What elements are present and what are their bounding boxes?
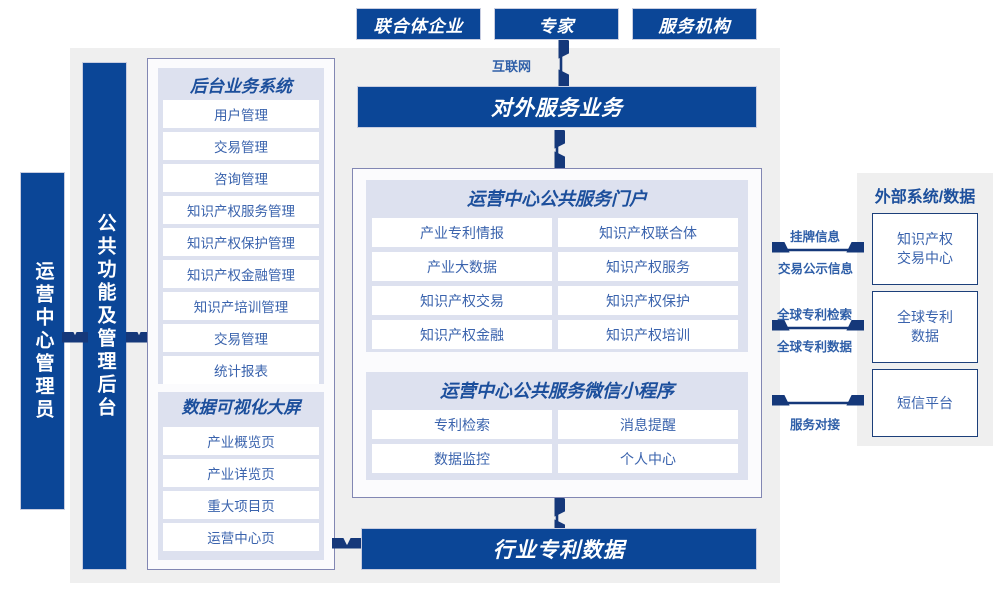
visualization-item[interactable]: 产业详览页: [163, 459, 319, 487]
external-arrow-label-below: 交易公示信息: [778, 262, 854, 276]
portal-item-label: 知识产权交易: [420, 292, 504, 309]
portal-item[interactable]: 知识产权保护: [558, 286, 738, 315]
visualization-item-label: 产业概览页: [207, 435, 275, 450]
actor-box-expert: 专家: [494, 8, 619, 40]
industry-patent-data-label: 行业专利数据: [493, 539, 625, 562]
backend-item[interactable]: 知识产培训管理: [163, 292, 319, 320]
portal-item-label: 知识产权保护: [606, 292, 690, 309]
portal-to-patentdata-arrow: [554, 498, 565, 538]
backend-item[interactable]: 统计报表: [163, 356, 319, 384]
miniprogram-items: 专利检索 消息提醒 数据监控 个人中心: [372, 410, 742, 473]
backend-role-to-systems-arrow: [126, 332, 152, 343]
external-arrow-label-below: 全球专利数据: [777, 340, 853, 354]
external-box-label: 短信平台: [897, 394, 953, 411]
visualization-to-patentdata-arrow: [332, 538, 362, 549]
external-arrow-label-below: 服务对接: [790, 418, 841, 432]
role-bar-operation-admin: 运营中心管理员: [20, 172, 65, 510]
miniprogram-item-label: 数据监控: [434, 450, 490, 467]
external-service-label: 对外服务业务: [491, 97, 623, 120]
backend-item[interactable]: 交易管理: [163, 132, 319, 160]
external-arrow-ip-exchange: [772, 242, 864, 253]
backend-item-label: 知识产权保护管理: [187, 236, 295, 251]
data-visualization-items: 产业概览页 产业详览页 重大项目页 运营中心页: [163, 427, 319, 551]
portal-item[interactable]: 知识产权培训: [558, 320, 738, 349]
public-portal-items: 产业专利情报 知识产权联合体 产业大数据 知识产权服务 知识产权交易 知识产权保…: [372, 218, 742, 349]
portal-item-label: 知识产权联合体: [599, 224, 697, 241]
visualization-item[interactable]: 重大项目页: [163, 491, 319, 519]
miniprogram-item-label: 专利检索: [434, 416, 490, 433]
miniprogram-title: 运营中心公共服务微信小程序: [440, 381, 674, 401]
actor-label: 联合体企业: [373, 16, 464, 36]
backend-item[interactable]: 交易管理: [163, 324, 319, 352]
portal-item[interactable]: 产业专利情报: [372, 218, 552, 247]
miniprogram-item[interactable]: 专利检索: [372, 410, 552, 439]
backend-item-label: 咨询管理: [214, 172, 268, 187]
internet-label: 互联网: [492, 59, 532, 74]
portal-item[interactable]: 知识产权交易: [372, 286, 552, 315]
role-label: 公共功能及管理后台: [94, 212, 116, 420]
miniprogram-item[interactable]: 数据监控: [372, 444, 552, 473]
portal-item-label: 知识产权服务: [606, 258, 690, 275]
backend-item[interactable]: 咨询管理: [163, 164, 319, 192]
internet-arrow: [558, 40, 569, 88]
backend-item-label: 知识产权服务管理: [187, 204, 295, 219]
backend-item-label: 统计报表: [214, 364, 268, 379]
admin-to-backend-arrow: [62, 332, 88, 343]
role-label: 运营中心管理员: [32, 260, 54, 422]
actor-label: 服务机构: [658, 16, 731, 36]
portal-item[interactable]: 产业大数据: [372, 252, 552, 281]
backend-item-label: 用户管理: [214, 108, 268, 123]
actor-box-service-org: 服务机构: [632, 8, 757, 40]
backend-system-items: 用户管理 交易管理 咨询管理 知识产权服务管理 知识产权保护管理 知识产权金融管…: [163, 100, 319, 384]
portal-item[interactable]: 知识产权服务: [558, 252, 738, 281]
visualization-item-label: 产业详览页: [207, 467, 275, 482]
portal-item-label: 知识产权培训: [606, 326, 690, 343]
industry-patent-data-bar: 行业专利数据: [361, 528, 757, 570]
actor-box-consortium: 联合体企业: [356, 8, 481, 40]
public-portal-title: 运营中心公共服务门户: [467, 189, 647, 209]
portal-item-label: 产业专利情报: [420, 224, 504, 241]
miniprogram-item-label: 个人中心: [620, 450, 676, 467]
visualization-item-label: 重大项目页: [207, 499, 275, 514]
portal-item[interactable]: 知识产权联合体: [558, 218, 738, 247]
external-box-sms-platform[interactable]: 短信平台: [872, 369, 978, 437]
miniprogram-item-label: 消息提醒: [620, 416, 676, 433]
visualization-item-label: 运营中心页: [207, 531, 275, 546]
data-visualization-title: 数据可视化大屏: [181, 398, 301, 417]
backend-item-label: 交易管理: [214, 332, 268, 347]
backend-item-label: 知识产权金融管理: [187, 268, 295, 283]
portal-item-label: 产业大数据: [427, 258, 497, 275]
miniprogram-item[interactable]: 个人中心: [558, 444, 738, 473]
role-bar-common-backend: 公共功能及管理后台: [82, 62, 127, 570]
backend-system-title: 后台业务系统: [190, 77, 292, 96]
backend-item-label: 交易管理: [214, 140, 268, 155]
external-arrow-sms: [772, 395, 864, 406]
external-box-ip-exchange[interactable]: 知识产权交易中心: [872, 213, 978, 285]
visualization-item[interactable]: 运营中心页: [163, 523, 319, 551]
portal-item-label: 知识产权金融: [420, 326, 504, 343]
miniprogram-item[interactable]: 消息提醒: [558, 410, 738, 439]
backend-item[interactable]: 知识产权保护管理: [163, 228, 319, 256]
backend-item[interactable]: 用户管理: [163, 100, 319, 128]
backend-item[interactable]: 知识产权服务管理: [163, 196, 319, 224]
external-arrow-label-above: 挂牌信息: [790, 230, 841, 244]
backend-item[interactable]: 知识产权金融管理: [163, 260, 319, 288]
external-box-label: 全球专利数据: [897, 309, 953, 344]
external-box-label: 知识产权交易中心: [897, 231, 953, 266]
backend-item-label: 知识产培训管理: [193, 300, 289, 315]
external-service-bar: 对外服务业务: [357, 86, 757, 128]
external-arrow-global-patent: [772, 320, 864, 331]
external-arrow-label-above: 全球专利检索: [777, 308, 853, 322]
portal-item[interactable]: 知识产权金融: [372, 320, 552, 349]
external-box-global-patent-data[interactable]: 全球专利数据: [872, 291, 978, 363]
service-to-portal-arrow: [554, 130, 565, 170]
visualization-item[interactable]: 产业概览页: [163, 427, 319, 455]
actor-label: 专家: [538, 16, 575, 36]
external-systems-title: 外部系统/数据: [874, 189, 976, 206]
